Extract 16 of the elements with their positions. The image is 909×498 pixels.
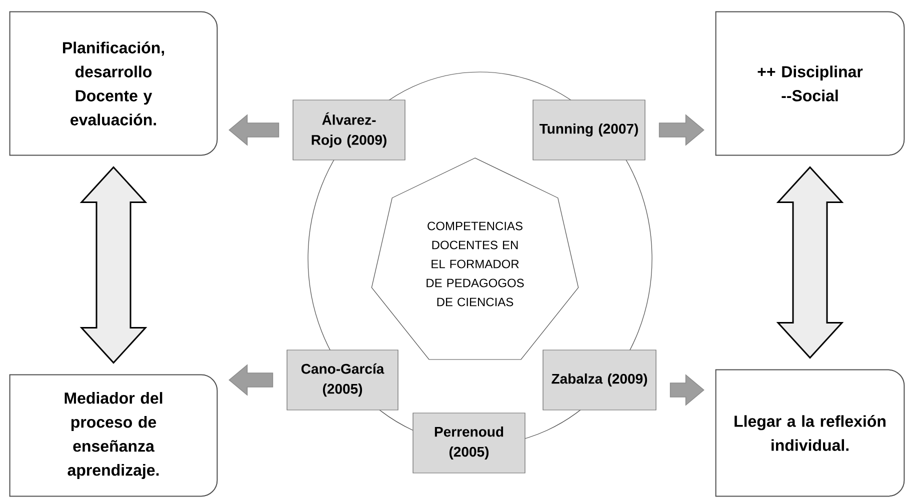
block-arrow	[80, 166, 148, 364]
text-box: Planificación, desarrollo Docente y evaluación.	[9, 11, 218, 156]
block-arrow	[228, 364, 274, 396]
author-box: Álvarez-Rojo (2009)	[292, 100, 406, 160]
heptagon: COMPETENCIAS DOCENTES EN EL FORMADOR DE PEDAGOGOS DE CIENCIAS	[371, 158, 579, 360]
text-box: Mediador del proceso de enseñanza aprendizaje.	[9, 374, 218, 497]
block-arrow	[670, 374, 704, 406]
author-box: Tunning (2007)	[532, 100, 646, 160]
block-arrow	[658, 114, 704, 146]
block-arrow	[228, 114, 280, 146]
author-box: Cano-García (2005)	[286, 350, 398, 410]
text-box: ++ Disciplinar --Social	[715, 11, 905, 156]
text-box: Llegar a la reflexión individual.	[715, 369, 905, 497]
author-box: Zabalza (2009)	[542, 350, 656, 410]
author-box: Perrenoud (2005)	[412, 412, 526, 474]
block-arrow	[776, 166, 844, 359]
